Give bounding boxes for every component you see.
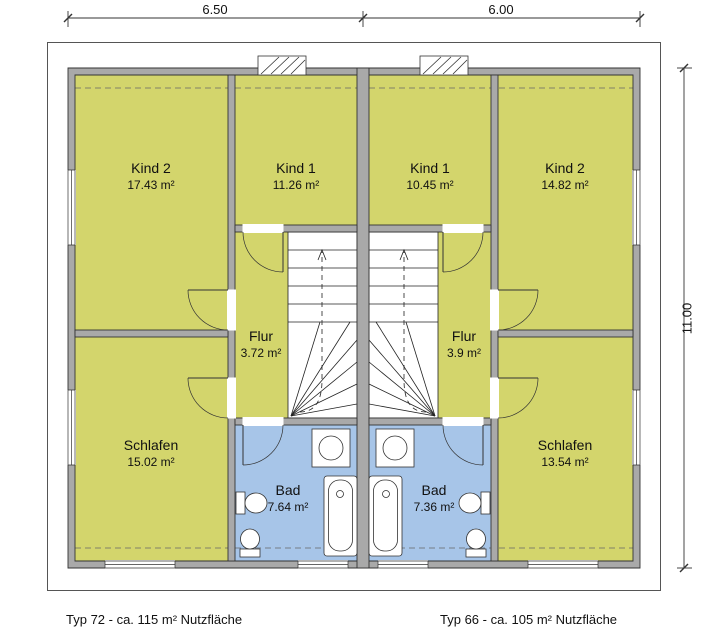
stairs-left: [287, 231, 358, 419]
window-left-upper: [67, 169, 76, 246]
room-label-kind1-right: Kind 1 10.45 m²: [406, 160, 453, 193]
room-kind1-left: [235, 75, 357, 225]
stairs-right: [368, 231, 439, 419]
room-label-kind2-right: Kind 2 14.82 m²: [541, 160, 588, 193]
washbasin-icon: [375, 428, 415, 468]
room-name: Kind 2: [131, 160, 171, 176]
door-schlafen-left: [187, 377, 236, 419]
bathtub-icon: [323, 475, 358, 557]
fixtures-bad-left: [235, 428, 358, 558]
roof-height-dashed-lines: [75, 87, 633, 549]
washbasin-icon: [311, 428, 351, 468]
bidet-icon: [239, 528, 261, 558]
room-area: 13.54 m²: [541, 455, 589, 470]
interior-wall: [234, 417, 358, 426]
room-area: 3.9 m²: [446, 346, 482, 361]
door-kind1-left: [242, 224, 284, 273]
room-label-bad-left: Bad 7.64 m²: [268, 482, 309, 515]
window-bottom-bad-right: [377, 560, 429, 569]
room-name: Bad: [275, 482, 301, 498]
room-kind2-left: [75, 75, 228, 330]
room-area: 14.82 m²: [541, 178, 589, 193]
window-right-upper: [632, 169, 641, 246]
fixtures-bad-right: [368, 428, 491, 558]
windows: [67, 169, 641, 569]
room-area: 17.43 m²: [127, 178, 175, 193]
party-wall: [356, 67, 370, 569]
window-left-lower: [67, 389, 76, 466]
room-kind1-right: [369, 75, 491, 225]
door-schlafen-right: [490, 377, 539, 419]
room-area: 7.36 m²: [413, 500, 455, 515]
bathtub-icon: [368, 475, 403, 557]
chimney-left: [257, 55, 307, 76]
room-name: Flur: [451, 328, 477, 344]
room-flur-left: [235, 232, 288, 418]
room-area: 3.72 m²: [240, 346, 282, 361]
room-name: Schlafen: [537, 437, 593, 453]
dimension-label-top-left: 6.50: [202, 2, 228, 17]
room-label-bad-right: Bad 7.36 m²: [414, 482, 455, 515]
room-area: 11.26 m²: [272, 178, 320, 193]
bidet-icon: [465, 528, 487, 558]
room-area: 7.64 m²: [267, 500, 309, 515]
interior-wall: [74, 329, 229, 338]
door-bad-right: [442, 417, 484, 466]
toilet-icon: [458, 491, 491, 515]
room-schlafen-right: [498, 337, 633, 561]
room-name: Schlafen: [123, 437, 179, 453]
room-label-schlafen-left: Schlafen 15.02 m²: [124, 437, 178, 470]
room-schlafen-left: [75, 337, 228, 561]
room-area: 10.45 m²: [406, 178, 454, 193]
chimney-right: [419, 55, 469, 76]
dimension-lines: [63, 11, 692, 573]
room-name: Flur: [248, 328, 274, 344]
window-bottom-bad-left: [297, 560, 349, 569]
door-bad-left: [242, 417, 284, 466]
doors: [187, 224, 539, 466]
door-kind2-right: [490, 289, 539, 331]
interior-wall: [497, 329, 634, 338]
window-bottom-schlafen-right: [527, 560, 599, 569]
room-label-kind2-left: Kind 2 17.43 m²: [127, 160, 174, 193]
room-label-flur-right: Flur 3.9 m²: [447, 328, 481, 361]
room-label-schlafen-right: Schlafen 13.54 m²: [538, 437, 592, 470]
door-kind2-left: [187, 289, 236, 331]
caption-right-unit: Typ 66 - ca. 105 m² Nutzfläche: [440, 612, 618, 627]
interior-wall: [234, 224, 358, 233]
room-name: Bad: [421, 482, 447, 498]
room-name: Kind 2: [545, 160, 585, 176]
interior-wall: [368, 224, 492, 233]
dimension-label-right: 11.00: [679, 302, 695, 335]
room-label-kind1-left: Kind 1 11.26 m²: [273, 160, 319, 193]
room-flur-right: [438, 232, 491, 418]
room-name: Kind 1: [410, 160, 450, 176]
roof-outline: [47, 42, 661, 591]
caption-left-unit: Typ 72 - ca. 115 m² Nutzfläche: [66, 612, 243, 627]
room-name: Kind 1: [276, 160, 316, 176]
door-kind1-right: [442, 224, 484, 273]
room-kind2-right: [498, 75, 633, 330]
dimension-label-top-right: 6.00: [488, 2, 514, 17]
room-label-flur-left: Flur 3.72 m²: [241, 328, 282, 361]
window-bottom-schlafen-left: [104, 560, 176, 569]
room-area: 15.02 m²: [127, 455, 175, 470]
window-right-lower: [632, 389, 641, 466]
toilet-icon: [235, 491, 268, 515]
interior-wall: [368, 417, 492, 426]
